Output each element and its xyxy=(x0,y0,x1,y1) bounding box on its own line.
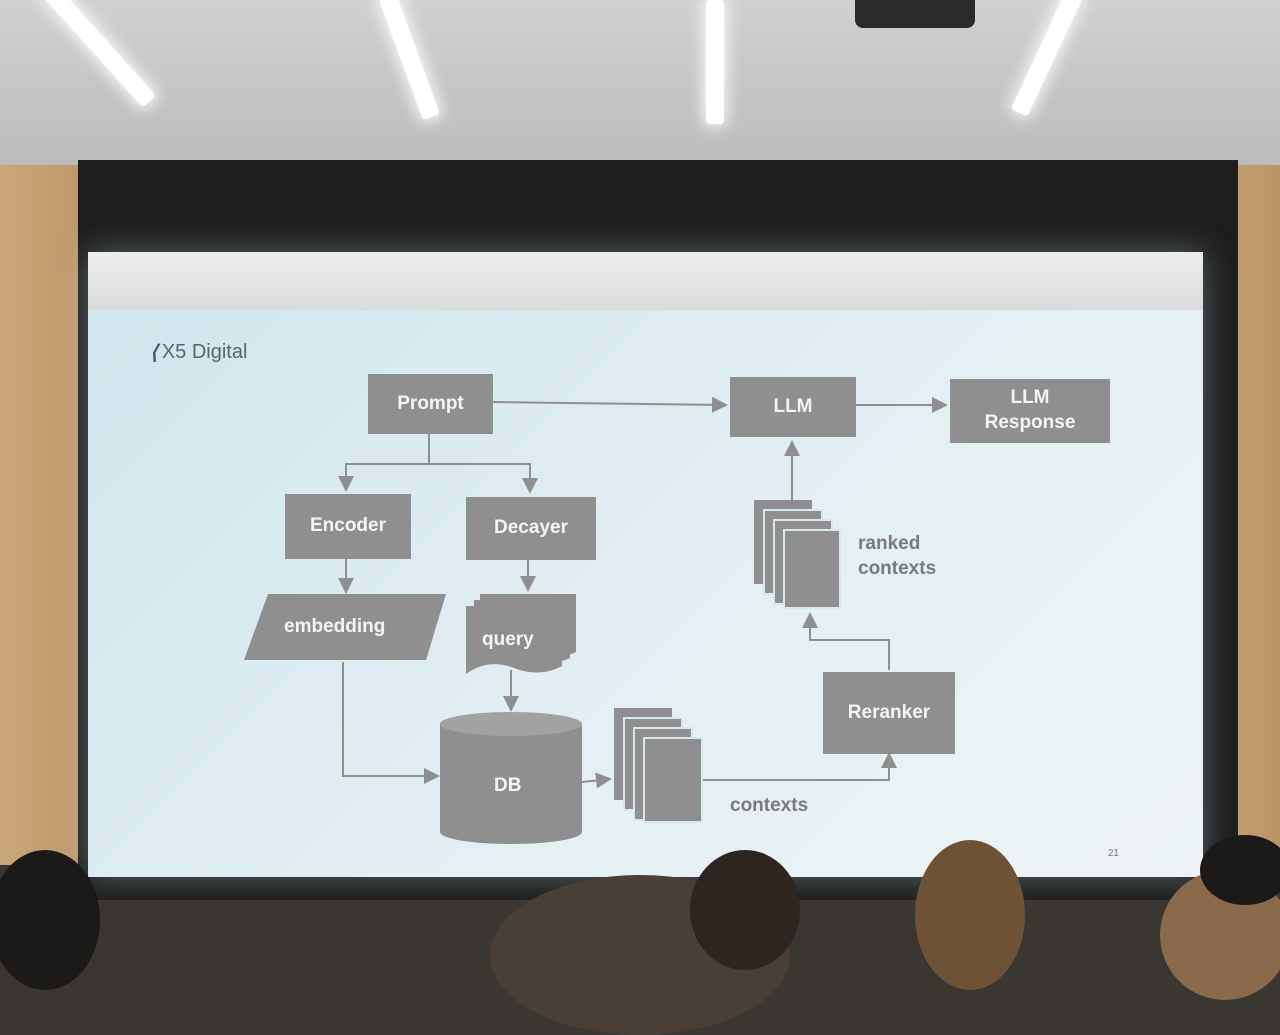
embedding-shape xyxy=(244,594,446,660)
diagram-connectors xyxy=(244,396,948,844)
query-label: query xyxy=(482,629,534,650)
embedding-label: embedding xyxy=(284,616,386,637)
arrow-prompt-llm xyxy=(492,396,728,413)
ranked-line1: ranked xyxy=(858,533,921,554)
arrow-prompt-decayer xyxy=(429,463,538,494)
query-shape xyxy=(466,594,576,674)
ceiling xyxy=(0,0,1280,170)
projector xyxy=(855,0,975,28)
x5-logo-icon: ⟨ xyxy=(150,342,158,364)
contexts-label: contexts xyxy=(730,795,809,816)
llm-response-line1: LLM xyxy=(1010,387,1050,409)
audience-head xyxy=(1200,835,1280,905)
llm-response-box: LLM Response xyxy=(950,379,1110,443)
ranked-contexts-stack xyxy=(754,500,841,609)
ceiling-light xyxy=(706,0,724,124)
ranked-line2: contexts xyxy=(858,557,937,579)
llm-box: LLM xyxy=(730,377,856,437)
arrow-embedding-db xyxy=(342,662,440,784)
page-number: 21 xyxy=(1107,848,1119,859)
audience-head xyxy=(690,850,800,970)
projection-screen: ⟨ X5 Digital xyxy=(88,252,1203,877)
audience-head xyxy=(915,840,1025,990)
ranked-contexts-label: ranked contexts xyxy=(858,532,936,581)
arrow-db-contexts xyxy=(581,772,612,789)
audience-head xyxy=(0,850,100,990)
prompt-box: Prompt xyxy=(368,374,493,434)
llm-response-line2: Response xyxy=(984,412,1076,433)
logo-text: X5 Digital xyxy=(161,341,248,363)
arrow-contexts-reranker xyxy=(700,752,897,781)
x5-digital-logo: ⟨ X5 Digital xyxy=(150,340,247,365)
reranker-box: Reranker xyxy=(823,672,955,754)
arrow-reranker-ranked xyxy=(802,612,890,670)
db-label: DB xyxy=(494,775,522,796)
decayer-box: Decayer xyxy=(466,497,596,560)
arrow-prompt-encoder xyxy=(338,434,430,492)
encoder-box: Encoder xyxy=(285,494,411,559)
db-cylinder xyxy=(440,712,582,844)
slide-top-band xyxy=(88,252,1203,310)
contexts-stack xyxy=(614,708,703,823)
